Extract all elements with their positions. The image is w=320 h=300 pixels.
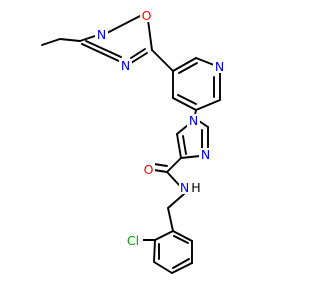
bond-benzene-c6-c1 xyxy=(172,230,193,242)
bond-benzene-c2-c3 xyxy=(153,239,156,263)
atom-n-oxadiazole-top: N xyxy=(95,27,108,42)
atom-label-o-oxadiazole: O xyxy=(142,8,152,23)
atom-n-amide: N H xyxy=(179,180,203,195)
atom-o-oxadiazole: O xyxy=(140,8,153,23)
atom-n-imidazole-1: N xyxy=(187,113,200,128)
bond-benzene-c4-c5-double xyxy=(172,258,190,269)
bond-pyridine-c4-c5-double xyxy=(178,62,198,74)
atom-cl: Cl xyxy=(124,233,143,248)
atom-n-oxadiazole-bottom: N xyxy=(119,58,132,73)
atom-label-n-pyridine: N xyxy=(215,59,224,74)
bond-ethyl-ch2-c3 xyxy=(59,38,81,42)
atom-label-n-imidazole-1: N xyxy=(189,113,198,128)
bond-pyridine-c5-c6 xyxy=(195,57,215,66)
bond-oxadiazole-o1-c5 xyxy=(147,19,153,51)
atom-label-n-imidazole-3: N xyxy=(201,147,210,162)
bond-oxadiazole-c5-n4 xyxy=(130,52,148,64)
bond-imidazole-n1-c5 xyxy=(176,124,189,135)
atom-label-layer: O N N N N N xyxy=(95,8,226,248)
bond-imidazole-c2-n1 xyxy=(198,120,209,128)
bond-amide-c4-carbonyl xyxy=(166,157,182,173)
bond-pyridine-c2-c3 xyxy=(195,99,221,111)
atom-label-n-oxadiazole-bottom: N xyxy=(121,58,130,73)
atom-n-imidazole-3: N xyxy=(199,147,212,162)
atom-n-pyridine: N xyxy=(213,59,226,74)
bond-pyridine-c3-c4 xyxy=(172,97,197,111)
bond-benzene-c3-c4 xyxy=(153,261,173,274)
bond-oxadiazole-n4-c3 xyxy=(81,43,122,63)
molecule-drawing: O N N N N N xyxy=(41,8,226,274)
bond-layer xyxy=(41,15,221,274)
atom-label-n-amide: N xyxy=(180,180,189,195)
atom-label-cl: Cl xyxy=(127,233,139,248)
bond-oxadiazole-n2-o1 xyxy=(104,15,141,35)
bond-amide-carbonyl-o-double xyxy=(153,163,168,167)
bond-amide-carbonyl-o xyxy=(153,169,168,173)
bond-benzene-c6-c1-double xyxy=(173,235,189,244)
bond-benzene-c4-c5 xyxy=(171,262,193,274)
bond-ch2-aryl xyxy=(167,207,174,232)
atom-label-h-amide: H xyxy=(191,180,200,195)
atom-label-n-oxadiazole-top: N xyxy=(97,27,106,42)
bond-imidazole-c4-n3 xyxy=(180,155,201,159)
bond-pyridine-c3-c4-double xyxy=(177,94,197,105)
atom-o-carbonyl: O xyxy=(142,162,155,177)
bond-ethyl-ch3-ch2 xyxy=(41,38,61,46)
bond-oxadiazole-c5-n4-inner xyxy=(130,48,146,59)
bond-oxadiazole-n4-c3-double xyxy=(85,40,122,58)
atom-label-o-carbonyl: O xyxy=(144,162,154,177)
molecule-svg: O N N N N N xyxy=(41,8,226,274)
bond-pyridine-c4-c5 xyxy=(172,57,197,72)
bond-benzene-c1-c2 xyxy=(154,230,174,241)
bond-imidazole-c5-c4 xyxy=(176,133,182,159)
bond-imidazole-c5-c4-double xyxy=(182,135,187,155)
bond-amide-carbonyl-n xyxy=(166,171,181,187)
bond-link-oxadiazole-pyridine xyxy=(151,49,174,72)
bond-amide-n-ch2 xyxy=(167,193,185,209)
